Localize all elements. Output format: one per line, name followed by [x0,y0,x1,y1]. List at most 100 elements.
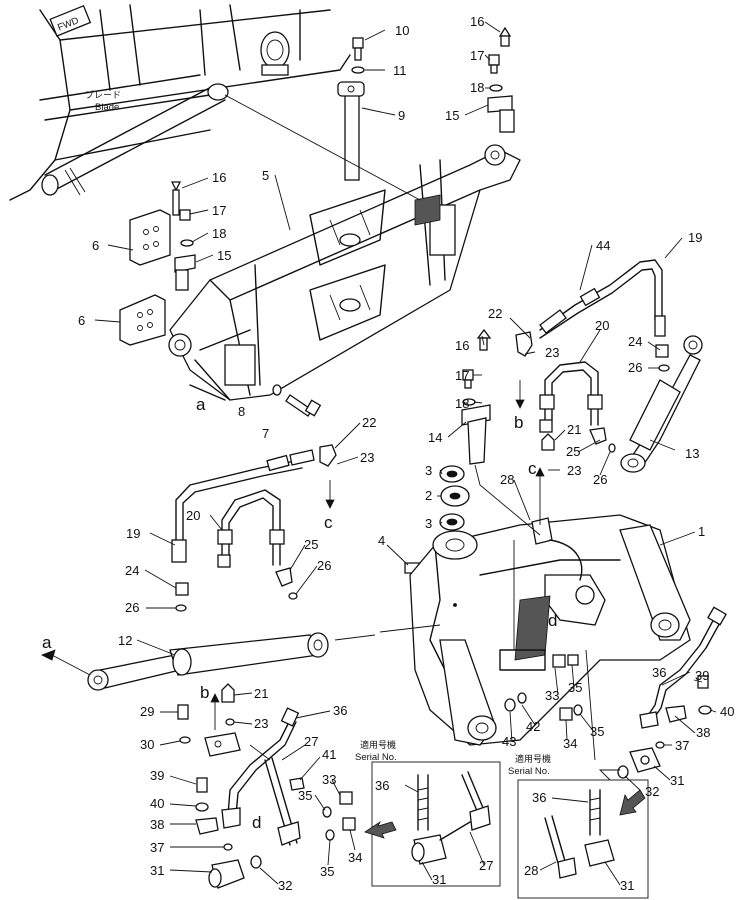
leader-lines [94,21,717,886]
hose-19-upper [539,259,666,339]
label-35-left-a: 35 [298,788,312,803]
serial-right-en: Serial No. [508,766,550,777]
part-number-labels: 10 11 9 16 17 18 15 5 16 17 18 15 6 6 a … [42,14,734,893]
label-40-right: 40 [720,704,734,719]
cylinder-12 [87,632,329,691]
washer-30 [179,736,191,744]
label-30: 30 [140,737,154,752]
label-38-right: 38 [696,725,710,740]
arrow-b-upper [515,399,525,409]
label-29: 29 [140,704,154,719]
hose-20-upper [539,361,607,445]
bolt-34-left [342,817,356,831]
washer-40-right [698,705,712,715]
fitting-41-tip [289,777,305,791]
label-19-upper: 19 [688,230,702,245]
washer-11 [351,66,365,74]
label-23-mid: 23 [567,463,581,478]
oring-23-lower [225,718,235,726]
hose-20-lower [217,489,285,568]
label-18-top: 18 [470,80,484,95]
label-38-left: 38 [150,817,164,832]
label-6-lower: 6 [78,313,85,328]
serial-left-jp: 適用号機 [360,739,396,751]
label-6-upper: 6 [92,238,99,253]
label-12: 12 [118,633,132,648]
label-20-lower: 20 [186,508,200,523]
label-36-box-right: 36 [532,790,546,805]
label-27-lower: 27 [304,734,318,749]
label-2: 2 [425,488,432,503]
label-37-right: 37 [675,738,689,753]
blade [9,4,351,201]
ref-c-lower: c [324,513,333,532]
hose-36-right [644,606,727,723]
arrow-c-upper [535,467,545,477]
label-43: 43 [502,734,516,749]
label-8: 8 [238,404,245,419]
label-16-mid: 16 [455,338,469,353]
label-24-lower: 24 [125,563,139,578]
label-41: 41 [322,747,336,762]
elbow-22-upper [515,331,533,357]
label-22-upper: 22 [488,306,502,321]
serial-right-jp: 適用号機 [515,753,551,765]
washer-35-b [325,829,335,841]
fitting-24-lower [175,582,189,596]
bushing-stack [439,465,470,531]
clamp-bracket [204,732,241,757]
label-36-right: 36 [652,665,666,680]
label-25-lower: 25 [304,537,318,552]
label-24-right: 24 [628,334,642,349]
label-23-lower: 23 [254,716,268,731]
blade-label-en: Blade [95,102,119,113]
clamp-38-left [195,817,219,835]
label-31-box-left: 31 [432,872,446,887]
arrow-c-lower [325,499,335,509]
fitting-group-top [487,26,515,133]
oring-32-left [250,855,262,869]
label-34-frame: 34 [563,736,577,751]
label-35-frame-a: 35 [568,680,582,695]
bracket-28 [531,517,583,581]
label-13: 13 [685,446,699,461]
label-10: 10 [395,23,409,38]
label-39-left: 39 [150,768,164,783]
label-5: 5 [262,168,269,183]
label-19-lower: 19 [126,526,140,541]
oring-26-lower-left [175,604,187,612]
label-26-mid: 26 [593,472,607,487]
label-22-lower: 22 [362,415,376,430]
label-16-left: 16 [212,170,226,185]
label-18-mid: 18 [455,396,469,411]
label-40-left: 40 [150,796,164,811]
arrow-a-left [41,649,56,661]
label-3-top: 3 [425,463,432,478]
label-17-mid: 17 [455,368,469,383]
label-9: 9 [398,108,405,123]
label-33-frame: 33 [545,688,559,703]
label-32-right: 32 [645,784,659,799]
bolt-7 [285,394,322,417]
label-20-upper: 20 [595,318,609,333]
label-25-upper: 25 [566,444,580,459]
pin-9 [337,81,365,181]
arrow-serial-left [364,820,397,839]
washer-40-left [195,802,209,812]
serial-box-right [517,779,649,899]
label-17-left: 17 [212,203,226,218]
fwd-tag: FWD [49,4,92,37]
oring-37-left [223,843,233,851]
label-7: 7 [262,426,269,441]
guide-6-upper [129,209,171,266]
pipe-41 [264,757,301,846]
label-21-lower: 21 [254,686,268,701]
ref-a-frame: a [196,395,206,414]
oring-26-lower-right [288,592,298,600]
bolt-39-left [196,777,208,793]
label-36-box-left: 36 [375,778,389,793]
valve-31-left [208,859,245,889]
label-37-left: 37 [150,840,164,855]
ref-b-lower: b [200,683,209,702]
